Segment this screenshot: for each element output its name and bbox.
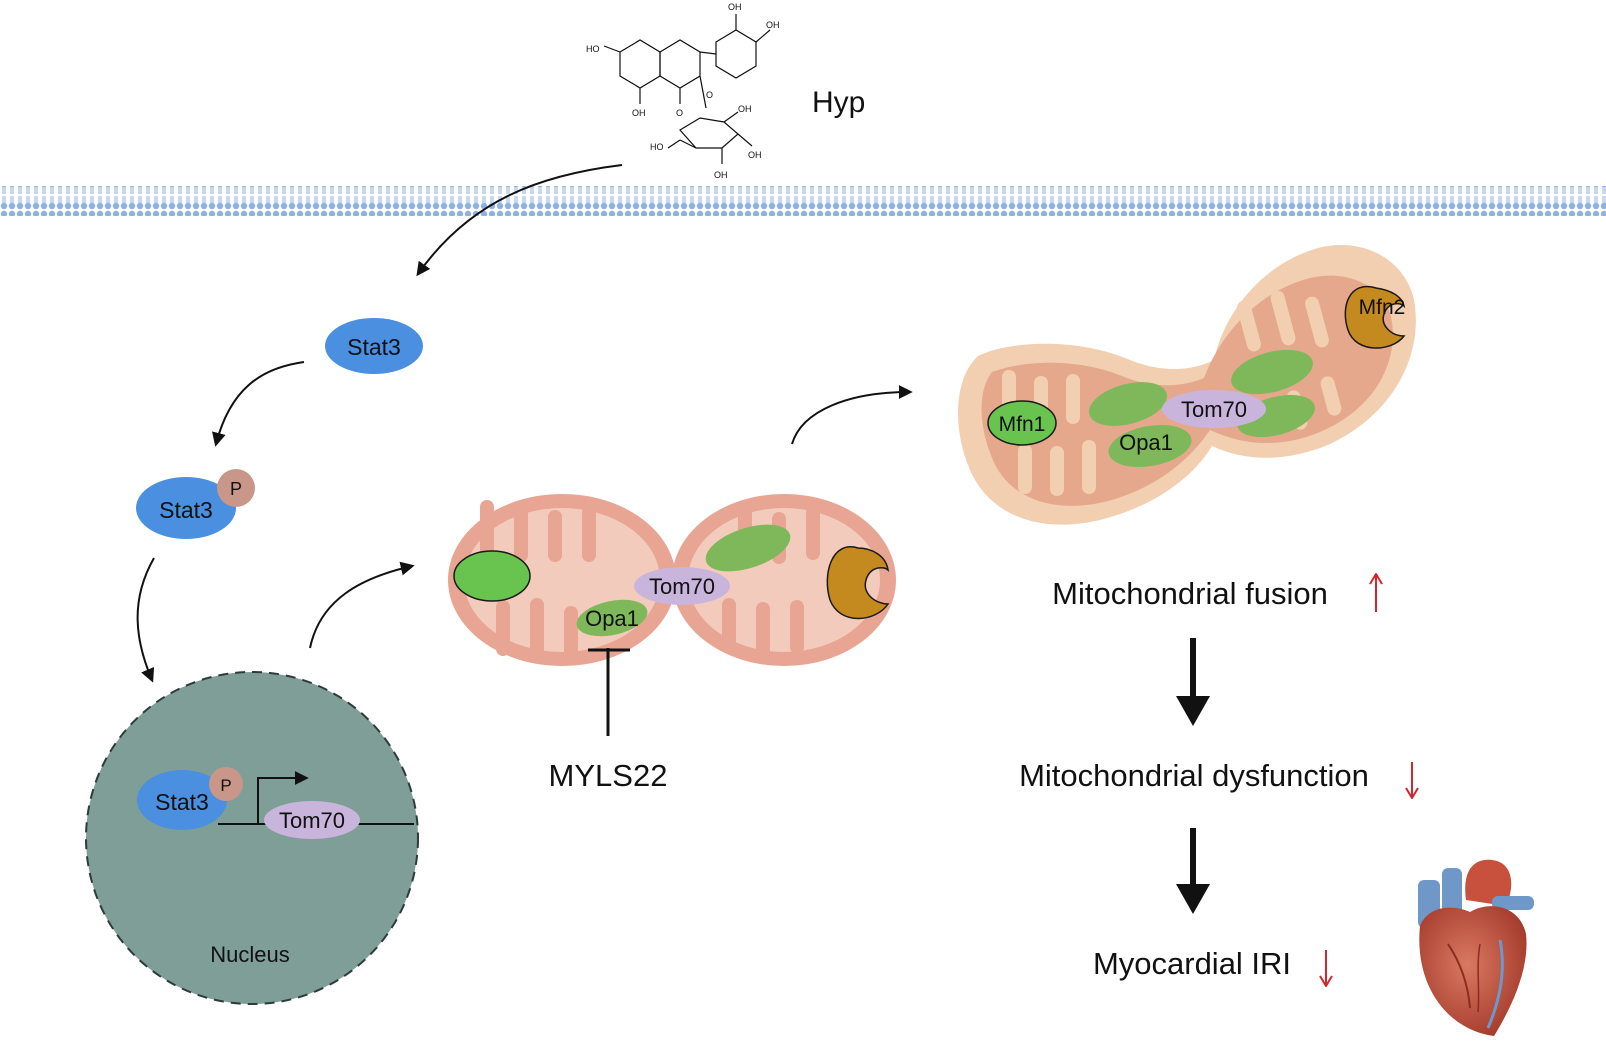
stat3-p-label: Stat3	[159, 497, 213, 523]
tom70-protein-left	[634, 567, 730, 605]
stat3-cytoplasm: Stat3	[325, 318, 423, 374]
tom70-gene-label: Tom70	[279, 808, 345, 833]
molecule-substituent-labels: OH OH HO OH O O HO OH OH OH	[586, 2, 780, 180]
opa1-protein-upper	[705, 524, 791, 572]
nucleus: Stat3 P Tom70 Nucleus	[85, 671, 419, 1005]
molecule-name: Hyp	[812, 86, 865, 119]
cell-membrane	[0, 186, 1606, 216]
pathway-arrows	[136, 164, 913, 683]
mitochondria-left: Tom70 Opa1	[448, 494, 896, 666]
substituent-oh: OH	[766, 20, 780, 30]
trend-up-arrow	[1369, 573, 1383, 612]
outcome-iri: Myocardial IRI	[1093, 946, 1291, 981]
hyperoside-structure	[603, 14, 771, 164]
phospho-label: P	[230, 479, 242, 499]
substituent-oh: OH	[738, 104, 752, 114]
mfn2-protein	[1344, 285, 1406, 349]
mfn1-protein	[987, 400, 1057, 446]
mfn2-label: Mfn2	[1359, 296, 1406, 319]
mitochondria-right: Tom70 Opa1 Mfn1 Mfn2	[958, 245, 1416, 525]
tom70-label-right: Tom70	[1181, 397, 1247, 422]
nucleus-label: Nucleus	[210, 942, 289, 967]
substituent-oh: OH	[714, 170, 728, 180]
arrow-hyp-to-stat3	[416, 164, 623, 277]
substituent-ho: HO	[650, 142, 664, 152]
heart-icon	[1418, 859, 1534, 1036]
nucleus-stat3-label: Stat3	[155, 789, 209, 815]
inhibitor-label: MYLS22	[549, 758, 668, 793]
stat3-phosphorylated: Stat3 P	[136, 469, 255, 539]
substituent-ho: HO	[586, 44, 600, 54]
opa1-protein-b	[1108, 424, 1192, 468]
opa1-label-right: Opa1	[1119, 430, 1173, 455]
arrow-phospho-to-nucleus	[136, 557, 155, 683]
opa1-protein-c	[1231, 349, 1313, 395]
down-arrow-2	[1176, 828, 1210, 914]
outcome-fusion: Mitochondrial fusion	[1052, 576, 1328, 611]
substituent-oh: OH	[748, 150, 762, 160]
opa1-label-left: Opa1	[585, 606, 639, 631]
down-arrow-1	[1176, 638, 1210, 726]
outcome-cascade: Mitochondrial fusion Mitochondrial dysfu…	[1019, 573, 1419, 987]
substituent-o: O	[706, 90, 713, 100]
substituent-oh: OH	[632, 108, 646, 118]
inhibitor: MYLS22	[549, 648, 668, 793]
substituent-o: O	[676, 108, 683, 118]
arrow-stat3-to-phospho	[212, 361, 305, 447]
tom70-label-left: Tom70	[649, 574, 715, 599]
mfn1-protein-left	[453, 550, 531, 602]
opa1-protein-lower	[576, 599, 648, 637]
mfn1-label: Mfn1	[999, 413, 1046, 436]
substituent-oh: OH	[728, 2, 742, 12]
nucleus-phospho-label: P	[220, 776, 231, 795]
opa1-protein-a	[1089, 382, 1167, 426]
arrow-mito-to-fusion	[791, 385, 913, 445]
mfn2-protein-left	[826, 546, 890, 620]
stat3-label: Stat3	[347, 334, 401, 360]
tom70-protein-right	[1162, 390, 1266, 428]
trend-down-arrow-2	[1319, 950, 1333, 987]
trend-down-arrow-1	[1405, 762, 1419, 799]
arrow-nucleus-to-mito	[309, 561, 415, 649]
outcome-dysfunction: Mitochondrial dysfunction	[1019, 758, 1369, 793]
